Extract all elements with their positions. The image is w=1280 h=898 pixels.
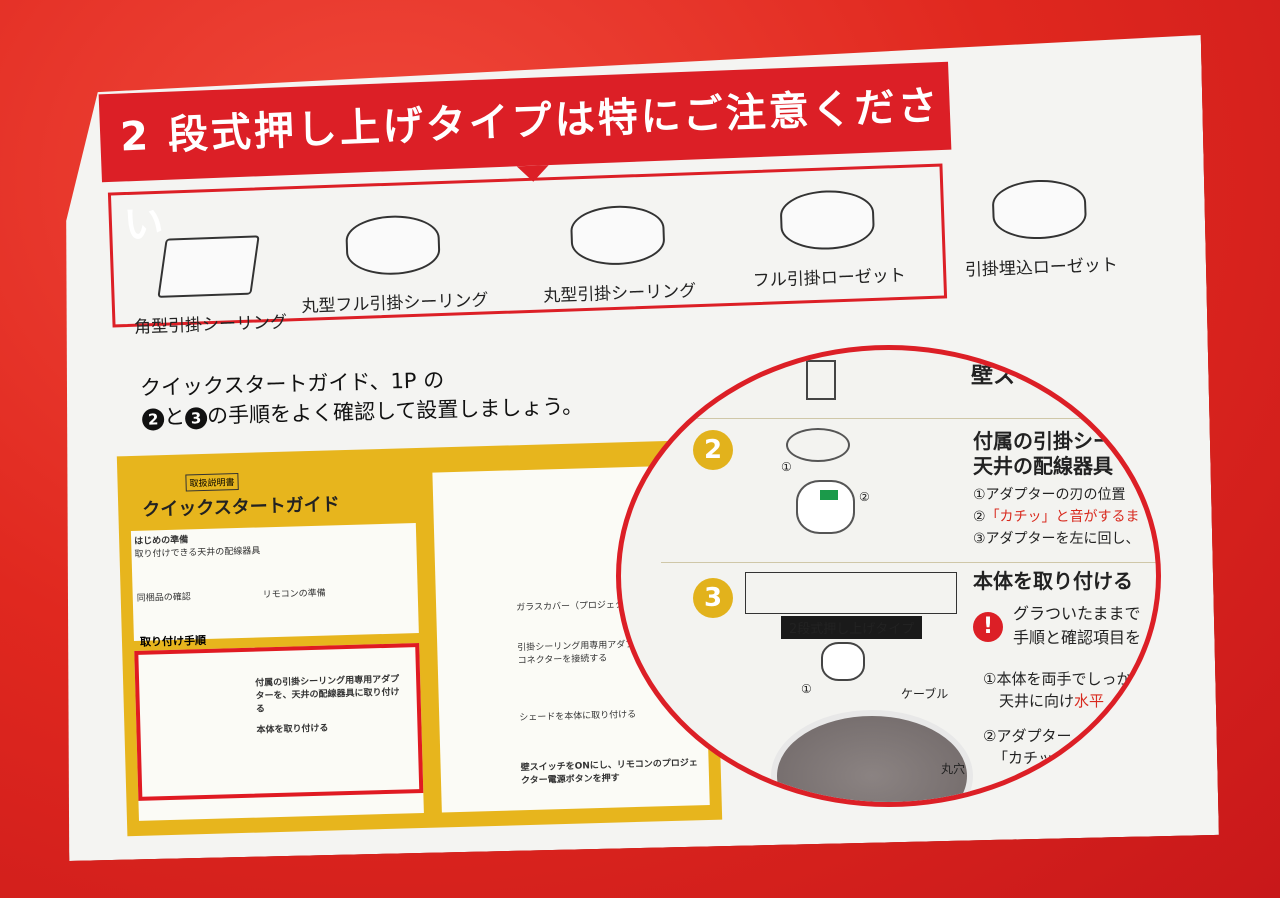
fixture-label: フル引掛ローゼット: [752, 265, 907, 292]
label-1: ①: [801, 682, 812, 696]
warning-line-2: 手順と確認項目を: [1013, 628, 1142, 647]
cable-label: ケーブル: [901, 687, 949, 701]
adapter-icon: [796, 480, 855, 534]
steps-heading: 取り付け手順: [139, 633, 207, 649]
step-2-item-2-num: ②: [973, 509, 986, 525]
adapter-icon: [821, 642, 865, 681]
step-2-marker: 2: [141, 408, 165, 431]
warning-icon: !: [973, 612, 1003, 642]
step-2-item-3: ③アダプターを左に回し、: [973, 531, 1140, 547]
mini-power: 壁スイッチをONにし、リモコンのプロジェクター電源ボタンを押す: [520, 758, 698, 787]
manual-badge: 取扱説明書: [185, 472, 239, 492]
fixtures-heading: 取り付けできる天井の配線器具: [134, 546, 261, 560]
round-full-ceiling-icon: [344, 214, 441, 277]
step-2-badge: 2: [693, 430, 733, 470]
prep-panel: はじめの準備取り付けできる天井の配線器具 同梱品の確認 リモコンの準備: [130, 523, 419, 641]
warning-line-1: グラついたままで: [1013, 604, 1141, 623]
contents-heading: 同梱品の確認: [136, 592, 191, 604]
step-3-item-2-red: 「カチッ: [993, 749, 1054, 767]
step-2-item-1: ①アダプターの刃の位置: [973, 487, 1126, 503]
wall-switch-icon: [806, 360, 836, 400]
fixture-type: 引掛埋込ローゼット: [943, 177, 1136, 282]
fixture-label: 丸型フル引掛シーリング: [301, 290, 489, 317]
step-3-item-1-red: 水平: [1074, 692, 1105, 710]
step-2-title-1: 付属の引掛シー: [973, 429, 1113, 453]
divider: [661, 418, 1156, 419]
step-3-marker: 3: [184, 407, 208, 430]
step-3-badge: 3: [693, 578, 733, 618]
step-2-title-2: 天井の配線器具: [973, 454, 1113, 478]
fixture-label: 丸型引掛シーリング: [542, 281, 697, 307]
fixture-type: 丸型フル引掛シーリング: [297, 212, 490, 317]
step-3-item-2: ②アダプター: [983, 727, 1072, 745]
mini-title: クイックスタートガイド: [142, 494, 341, 521]
label-2: ②: [859, 490, 870, 504]
fixture-types-strip: [745, 572, 957, 614]
highlight-frame: [134, 643, 424, 801]
magnified-callout: 壁ス 2 ① ② 付属の引掛シー 天井の配線器具 ①アダプターの刃の位置 ②「カ…: [616, 345, 1161, 807]
fixture-type: フル引掛ローゼット: [731, 187, 924, 292]
fixture-type: 丸型引掛シーリング: [522, 203, 715, 308]
two-stage-type-tag: 2段式押し上げタイプ: [781, 616, 923, 639]
fixture-type: 角型引掛シーリング: [113, 234, 306, 339]
full-rosette-icon: [779, 188, 876, 252]
divider: [661, 562, 1156, 563]
square-ceiling-icon: [157, 235, 260, 298]
prep-heading: はじめの準備: [134, 535, 189, 547]
hole-label: 丸穴: [941, 762, 966, 776]
wall-switch-heading: 壁ス: [971, 364, 1016, 389]
step-2-item-2: 「カチッ」と音がするま: [985, 509, 1140, 525]
mini-shade: シェードを本体に取り付ける: [519, 709, 637, 724]
ceiling-fixture-icon: [786, 428, 850, 462]
step-3-item-1: ①本体を両手でしっか: [983, 670, 1132, 688]
round-ceiling-icon: [569, 204, 666, 267]
step-3-title: 本体を取り付ける: [973, 569, 1133, 593]
label-1: ①: [781, 460, 792, 474]
light-body-image: [771, 710, 973, 802]
guide-and: と: [163, 404, 186, 430]
remote-heading: リモコンの準備: [262, 588, 326, 601]
step-3-item-1b: 天井に向け: [999, 692, 1075, 710]
embedded-rosette-icon: [991, 178, 1088, 241]
